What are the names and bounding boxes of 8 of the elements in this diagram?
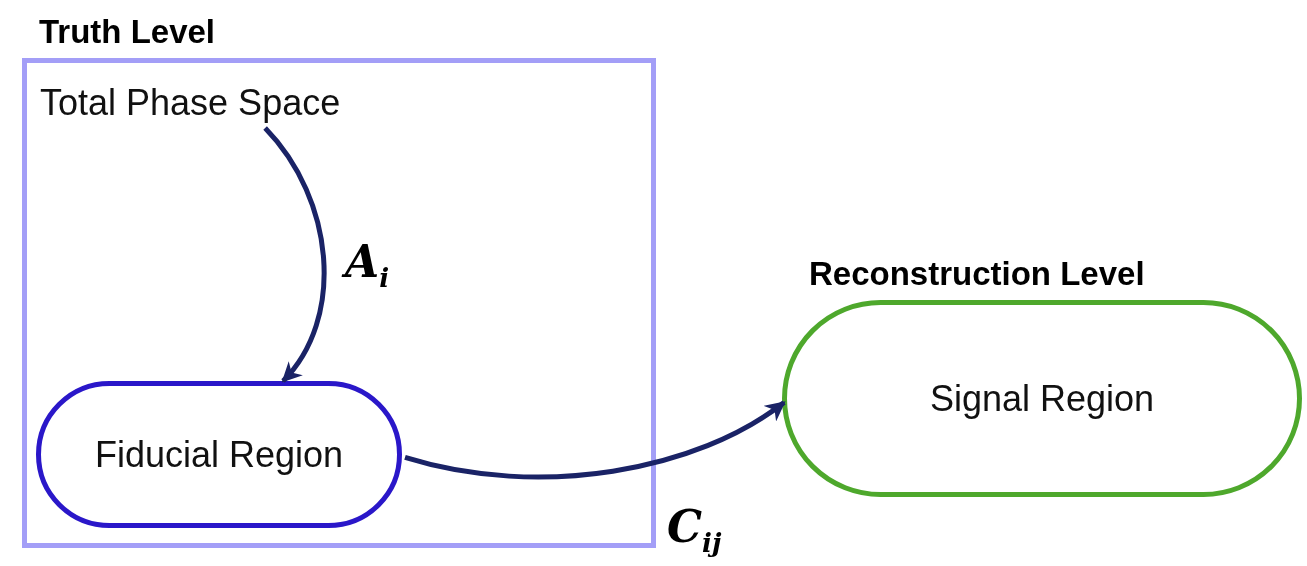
level-heading: Truth Level (39, 13, 216, 51)
region-box (36, 381, 402, 528)
region-name: Signal Region (929, 377, 1155, 420)
curved-arrow (404, 400, 786, 480)
level-heading: Reconstruction Level (809, 255, 1145, 293)
region-name: Total Phase Space (40, 82, 341, 124)
curved-arrow (263, 126, 327, 383)
region-name: Fiducial Region (94, 433, 344, 476)
